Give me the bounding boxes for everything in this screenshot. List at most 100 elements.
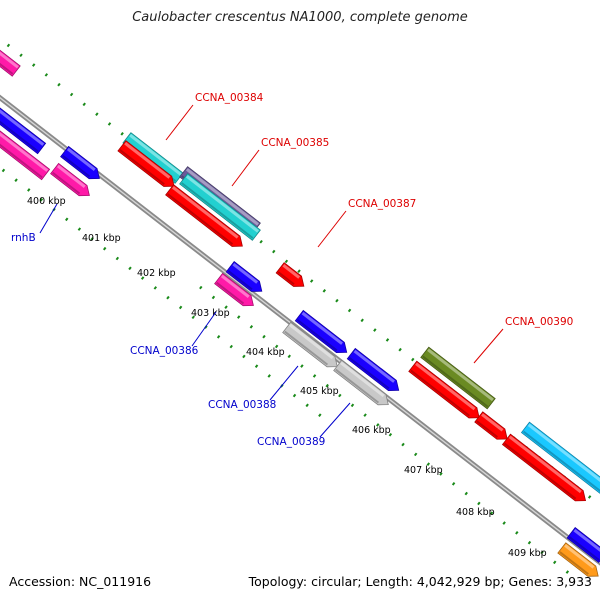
outer-cyan-ccna00385-highlight	[185, 175, 259, 233]
fwd-red-4-highlight	[415, 362, 476, 411]
kbp-label-10: 409 kbp	[508, 548, 547, 559]
fwd-red-1-body	[117, 140, 175, 187]
rev-gray-ccna00389-shadow	[335, 368, 380, 404]
gene-rev-blue-1[interactable]	[60, 145, 104, 183]
gene-rev-magenta-left[interactable]	[0, 119, 51, 181]
gene-label-2[interactable]: CCNA_00385	[261, 137, 329, 149]
gene-label-leader-3	[317, 210, 347, 248]
kbp-label-3: 402 kbp	[137, 268, 176, 279]
rev-blue-3-body	[346, 347, 400, 392]
rev-blue-ccna00386-highlight	[232, 263, 259, 284]
gene-label-4[interactable]: CCNA_00390	[505, 316, 573, 328]
gene-label-6[interactable]: CCNA_00386	[130, 345, 199, 357]
gene-fwd-red-4[interactable]	[408, 360, 483, 423]
rev-orange-bottomright-highlight	[564, 544, 595, 569]
rev-magenta-rnhb-body	[50, 162, 90, 197]
gene-fwd-red-6[interactable]	[501, 433, 589, 506]
kbp-label-1: 400 kbp	[27, 196, 66, 207]
fwd-red-5-shadow	[476, 420, 498, 438]
outer-olive-ccna00390-shadow	[422, 355, 489, 408]
gene-rev-gray-ccna00389[interactable]	[333, 359, 393, 409]
outer-olive-ccna00390-highlight	[427, 348, 494, 402]
gene-label-leader-1	[165, 104, 194, 141]
gene-outer-olive-ccna00390[interactable]	[420, 346, 496, 410]
rev-orange-bottomright-body	[557, 542, 599, 577]
map-title: Caulobacter crescentus NA1000, complete …	[132, 10, 468, 25]
outer-cyan-ccna00385-shadow	[181, 182, 254, 239]
kbp-label-8: 407 kbp	[404, 465, 443, 476]
rev-magenta-ccna00386-shadow	[216, 281, 245, 305]
gene-label-leader-2	[231, 149, 260, 187]
gene-label-5[interactable]: rnhB	[11, 232, 36, 244]
rev-blue-ccna00386-body	[225, 261, 263, 292]
outer-skyblue-right-highlight	[527, 423, 600, 487]
rev-blue-ccna00386-shadow	[227, 270, 253, 291]
gene-label-leader-4	[473, 328, 504, 364]
fwd-red-3-shadow	[277, 271, 295, 286]
rev-magenta-rnhb-highlight	[56, 164, 86, 188]
rev-blue-3-highlight	[353, 349, 395, 383]
rev-gray-ccna00388-highlight	[289, 323, 334, 360]
gene-fwd-red-5[interactable]	[474, 411, 511, 444]
rev-gray-ccna00388-body	[282, 321, 338, 368]
kbp-label-4: 403 kbp	[191, 308, 230, 319]
fwd-red-3-body	[275, 262, 305, 287]
kbp-label-5: 404 kbp	[246, 347, 285, 358]
gene-fwd-red-3[interactable]	[275, 262, 308, 292]
rev-blue-2-body	[294, 309, 348, 354]
outer-cyan-ccna00384-body	[122, 132, 184, 184]
fwd-red-2-body	[165, 184, 243, 247]
gene-rev-gray-ccna00388[interactable]	[282, 321, 342, 371]
gene-label-leader-8	[319, 402, 351, 438]
outer-purple-ccna00385-highlight	[185, 168, 259, 226]
fwd-red-5-body	[474, 411, 508, 440]
rev-blue-topleft-highlight	[0, 95, 45, 146]
gene-rev-blue-3[interactable]	[346, 347, 402, 395]
gene-label-1[interactable]: CCNA_00384	[195, 92, 264, 104]
rev-magenta-left-shadow	[0, 128, 43, 179]
accession-text: Accession: NC_011916	[9, 574, 152, 589]
gene-fwd-red-2[interactable]	[165, 184, 247, 252]
rev-blue-2-shadow	[296, 319, 338, 352]
kbp-label-7: 406 kbp	[352, 425, 391, 436]
gene-rev-blue-topleft[interactable]	[0, 93, 47, 155]
outer-magenta-topleft-body	[0, 43, 21, 77]
fwd-red-4-shadow	[410, 369, 470, 417]
gene-rev-blue-4[interactable]	[566, 527, 600, 563]
rev-blue-4-body	[566, 527, 600, 563]
gene-label-leader-5	[39, 203, 58, 234]
gene-outer-cyan-ccna00385[interactable]	[179, 173, 261, 241]
rev-gray-ccna00388-shadow	[284, 330, 329, 366]
fwd-red-6-body	[501, 433, 587, 502]
fwd-red-1-highlight	[124, 142, 171, 179]
gene-rev-magenta-ccna00386[interactable]	[214, 272, 258, 310]
gene-rev-blue-2[interactable]	[294, 309, 350, 357]
rev-blue-1-highlight	[66, 147, 96, 171]
rev-blue-1-body	[60, 145, 100, 180]
outer-olive-ccna00390-body	[420, 346, 496, 410]
rev-blue-4-highlight	[573, 529, 600, 555]
gene-label-leader-7	[269, 365, 299, 401]
rev-magenta-left-body	[0, 119, 51, 181]
gene-outer-skyblue-right[interactable]	[520, 421, 600, 495]
gene-rev-blue-ccna00386[interactable]	[225, 261, 266, 297]
rev-blue-3-shadow	[348, 357, 390, 390]
fwd-red-2-highlight	[171, 186, 239, 239]
outer-magenta-topleft-shadow	[0, 52, 14, 75]
rev-gray-ccna00389-highlight	[340, 361, 385, 398]
kbp-label-9: 408 kbp	[456, 507, 495, 518]
rev-magenta-rnhb-shadow	[52, 171, 81, 195]
kbp-label-2: 401 kbp	[82, 233, 121, 244]
gene-label-7[interactable]: CCNA_00388	[208, 399, 276, 411]
gene-label-8[interactable]: CCNA_00389	[257, 436, 325, 448]
kbp-label-6: 405 kbp	[300, 386, 339, 397]
gene-label-3[interactable]: CCNA_00387	[348, 198, 416, 210]
gene-fwd-red-1[interactable]	[117, 140, 178, 192]
outer-skyblue-right-shadow	[522, 430, 600, 493]
gene-outer-magenta-topleft[interactable]	[0, 43, 21, 77]
gene-rev-magenta-rnhb[interactable]	[50, 162, 94, 200]
gene-rev-orange-bottomright[interactable]	[557, 542, 600, 581]
fwd-red-4-body	[408, 360, 480, 419]
rev-gray-ccna00389-body	[333, 359, 389, 406]
